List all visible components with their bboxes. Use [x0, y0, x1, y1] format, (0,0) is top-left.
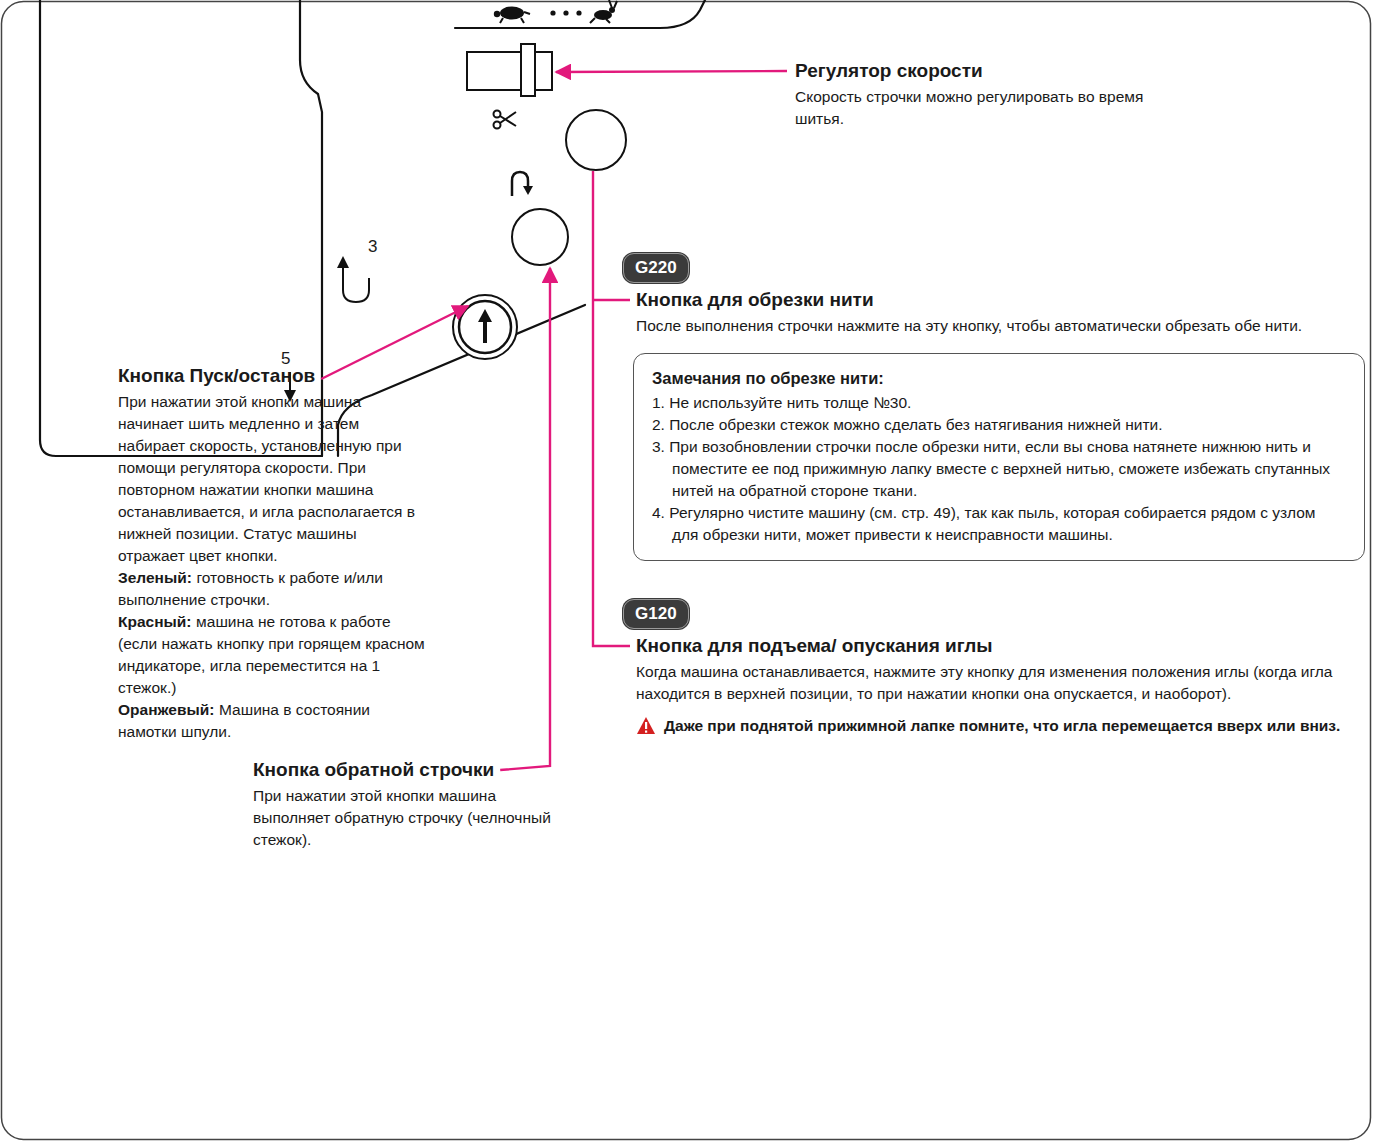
text-column: Регулятор скоростиСкорость строчки можно…	[795, 58, 1145, 130]
paragraph: Кнопка обратной строчки	[253, 757, 558, 785]
heading: Кнопка Пуск/останов	[118, 363, 315, 389]
paragraph: Зеленый:готовность к работе и/или выполн…	[118, 567, 426, 611]
body-text: При нажатии этой кнопки машина начинает …	[118, 393, 415, 564]
paragraph: При нажатии этой кнопки машина выполняет…	[253, 785, 558, 851]
status-label: Зеленый:	[118, 569, 192, 586]
body-text: После выполнения строчки нажмите на эту …	[636, 317, 1302, 334]
note-item: 2. После обрезки стежок можно сделать бе…	[652, 414, 1346, 436]
notes-box: Замечания по обрезке нити:1. Не использу…	[633, 353, 1365, 561]
model-badge: G120	[623, 599, 689, 629]
text-column: G220Кнопка для обрезки нитиПосле выполне…	[623, 253, 1368, 737]
cut-leader-tick	[593, 299, 630, 301]
machine-outline	[40, 0, 705, 456]
notes-heading: Замечания по обрезке нити:	[652, 366, 1346, 390]
paragraph: После выполнения строчки нажмите на эту …	[636, 315, 1368, 337]
start-stop-button	[453, 295, 517, 359]
speed-leader	[556, 71, 787, 72]
body-text: При нажатии этой кнопки машина выполняет…	[253, 787, 551, 848]
paragraph: Красный:машина не готова к работе (если …	[118, 611, 426, 699]
status-label: Красный:	[118, 613, 191, 630]
heading: Кнопка обратной строчки	[253, 757, 494, 783]
paragraph: Кнопка Пуск/останов	[118, 363, 426, 391]
warning-text: Даже при поднятой прижимной лапке помнит…	[664, 715, 1340, 737]
paragraph: 3	[368, 236, 392, 258]
speed-icons	[494, 0, 617, 23]
callout-number: 3	[368, 237, 377, 256]
text-column: Кнопка обратной строчкиПри нажатии этой …	[253, 757, 558, 851]
start-leader	[321, 306, 468, 379]
heading: Кнопка для подъема/ опускания иглы	[636, 633, 993, 659]
text-column: 3	[368, 236, 392, 258]
paragraph: Кнопка для обрезки нити	[636, 287, 1368, 315]
body-text: Когда машина останавливается, нажмите эт…	[636, 663, 1333, 702]
thread-cut-button	[566, 110, 626, 170]
paragraph: Оранжевый:Машина в состоянии намотки шпу…	[118, 699, 426, 743]
text-column: Кнопка Пуск/остановПри нажатии этой кноп…	[118, 363, 426, 743]
model-badge-row: G220	[623, 253, 1368, 283]
model-badge-row: G120	[623, 599, 1368, 629]
speed-slider	[467, 44, 552, 96]
note-item: 3. При возобновлении строчки после обрез…	[652, 436, 1346, 502]
paragraph: При нажатии этой кнопки машина начинает …	[118, 391, 426, 567]
note-item: 4. Регулярно чистите машину (см. стр. 49…	[652, 502, 1346, 546]
paragraph: Регулятор скорости	[795, 58, 1145, 86]
paragraph: Скорость строчки можно регулировать во в…	[795, 86, 1145, 130]
warning-row: Даже при поднятой прижимной лапке помнит…	[636, 715, 1368, 737]
paragraph: Когда машина останавливается, нажмите эт…	[636, 661, 1368, 705]
cut-leader	[593, 171, 630, 646]
status-label: Оранжевый:	[118, 701, 214, 718]
body-text: Скорость строчки можно регулировать во в…	[795, 88, 1143, 127]
heading: Регулятор скорости	[795, 58, 983, 84]
model-badge: G220	[623, 253, 689, 283]
note-item: 1. Не используйте нить толще №30.	[652, 392, 1346, 414]
reverse-button	[512, 209, 568, 265]
scissors-icon	[494, 111, 517, 129]
warning-icon	[636, 716, 656, 736]
paragraph: Кнопка для подъема/ опускания иглы	[636, 633, 1368, 661]
reverse-leader	[500, 268, 550, 770]
heading: Кнопка для обрезки нити	[636, 287, 874, 313]
reverse-icon	[512, 172, 533, 196]
